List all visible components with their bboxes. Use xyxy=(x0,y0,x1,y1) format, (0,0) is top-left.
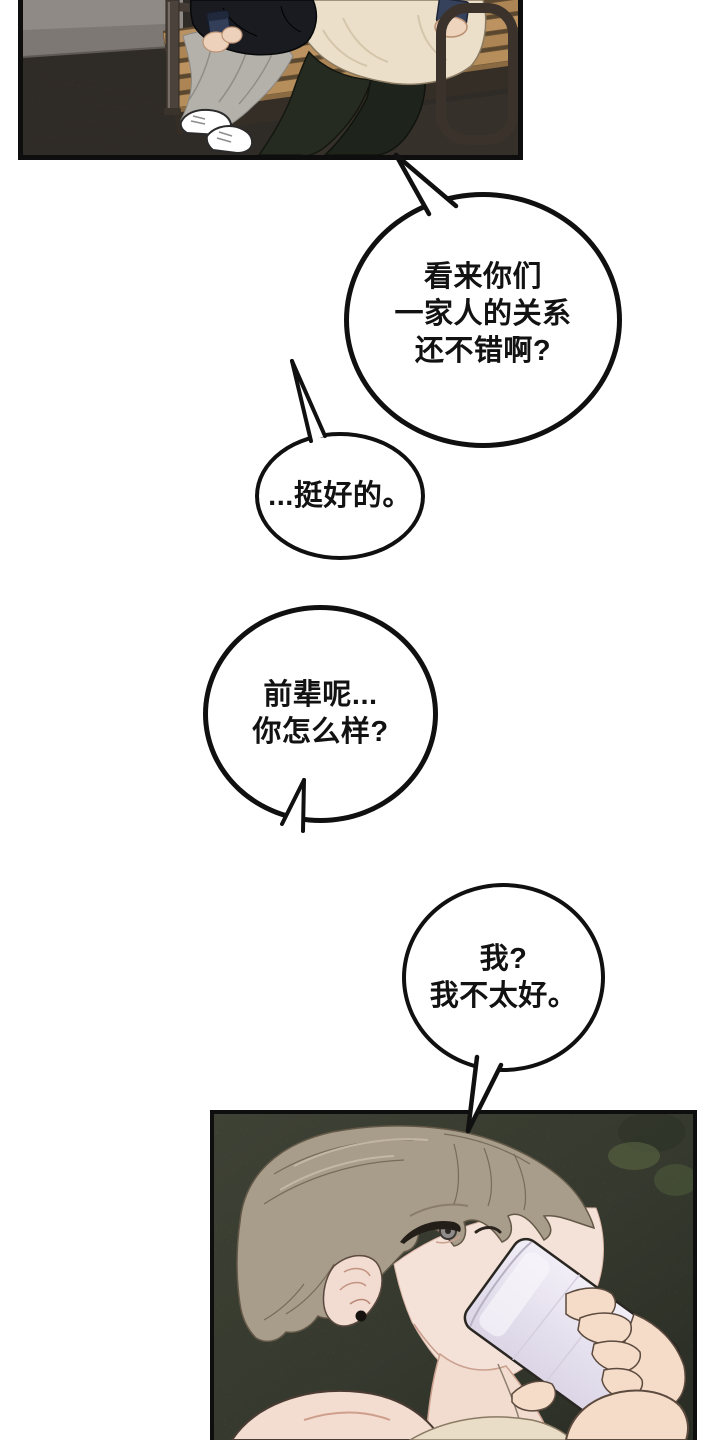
earring xyxy=(355,1310,367,1322)
speech-bubble-3: 前辈呢... 你怎么样? xyxy=(203,605,438,823)
ear xyxy=(322,1254,383,1327)
hair-strands xyxy=(263,1133,531,1321)
thumb xyxy=(511,1380,557,1412)
hand-left-person-b xyxy=(221,26,243,44)
speech-bubble-2: ...挺好的。 xyxy=(255,432,425,560)
person-left xyxy=(179,0,318,155)
bubble-line: 我? xyxy=(479,942,528,975)
park-bench-art xyxy=(23,0,518,155)
eyebrow xyxy=(409,1203,469,1217)
bubble-tail-2 xyxy=(290,359,327,443)
bubble-line: 你怎么样? xyxy=(252,716,389,748)
eye xyxy=(400,1203,502,1244)
drinking-art xyxy=(214,1114,693,1440)
shoulder xyxy=(230,1390,444,1440)
upper-lash xyxy=(400,1220,461,1244)
bubble-line: 一家人的关系 xyxy=(394,297,572,330)
bubble-line: 还不错啊? xyxy=(414,334,552,367)
bubble-4-text: 我? 我不太好。 xyxy=(430,941,578,1015)
bubble-line: 我不太好。 xyxy=(429,979,578,1012)
sneaker-right xyxy=(205,125,254,155)
brow-accent xyxy=(474,1226,502,1234)
bubble-3-text: 前辈呢... 你怎么样? xyxy=(252,677,388,751)
collarbone-line xyxy=(303,1411,391,1421)
bubble-line: 前辈呢... xyxy=(263,679,378,711)
speech-bubble-4: 我? 我不太好。 xyxy=(402,883,605,1072)
wrist xyxy=(564,1389,689,1440)
panel-park-bench xyxy=(18,0,523,160)
finger-3 xyxy=(591,1340,642,1373)
bubble-1-text: 看来你们 一家人的关系 还不错啊? xyxy=(394,259,571,370)
bubble-line: ...挺好的。 xyxy=(268,479,412,512)
sidewalk xyxy=(23,0,183,58)
shirt xyxy=(408,1416,574,1440)
bench-right-armrest xyxy=(436,3,518,145)
bubble-line: 看来你们 xyxy=(423,260,542,293)
hair-highlights xyxy=(279,1138,429,1191)
panel-drinking xyxy=(210,1110,697,1440)
bubble-2-text: ...挺好的。 xyxy=(268,478,412,515)
finger-2 xyxy=(577,1312,632,1346)
sneaker-laces xyxy=(190,115,233,143)
lower-lid xyxy=(435,1235,461,1244)
leaf-shapes xyxy=(608,1114,693,1196)
dark-pants-leg-left xyxy=(258,50,372,155)
hand xyxy=(511,1287,689,1440)
speech-bubble-1: 看来你们 一家人的关系 还不错啊? xyxy=(344,192,622,448)
